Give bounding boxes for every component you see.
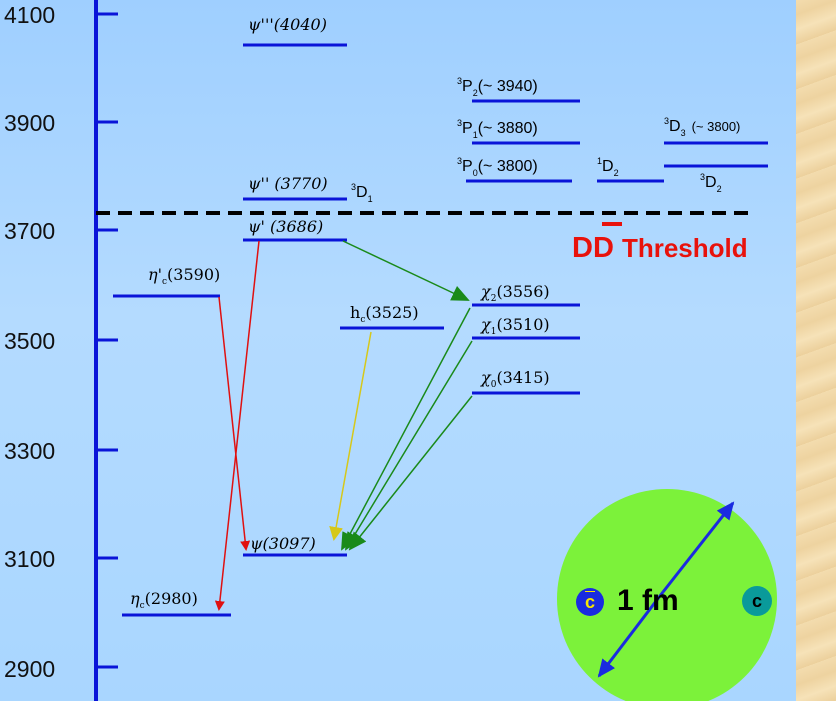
transition-chi0-to-jpsi [348, 395, 473, 551]
dd-symbol: DD [572, 222, 622, 264]
charm-quark: c [742, 586, 772, 616]
tick-label-3700: 3700 [4, 218, 55, 244]
tick-label-2900: 2900 [4, 656, 55, 682]
anticharm-quark: c [576, 588, 604, 616]
label-etac3590: η'c(3590) [148, 265, 220, 287]
label-chi2: χ2(3556) [480, 282, 550, 304]
parchment-border [796, 0, 836, 701]
label-psi3097: ψ(3097) [250, 534, 316, 553]
tick-label-4100: 4100 [4, 2, 55, 28]
tick-label-3500: 3500 [4, 328, 55, 354]
transition-chi1-to-jpsi [344, 340, 473, 551]
size-label: 1 fm [617, 584, 679, 617]
transition-chi2-to-jpsi [341, 307, 471, 551]
label-3D3: 3D3(~ 3800) [664, 116, 740, 138]
size-arrow-up [661, 501, 735, 593]
size-arrow-down [597, 591, 665, 678]
tick-label-3900: 3900 [4, 110, 55, 136]
transition-psi2s-to-etac [214, 240, 260, 611]
transition-etac2s-to-jpsi [218, 296, 251, 551]
label-chi0: χ0(3415) [480, 368, 550, 390]
label-1D2: 1D2 [597, 156, 619, 178]
label-3P2: 3P2(~ 3940) [457, 76, 538, 98]
label-3P1: 3P1(~ 3880) [457, 118, 538, 140]
label-psi3686: ψ' (3686) [248, 217, 323, 236]
dd-threshold-label: DD Threshold [572, 222, 748, 265]
tick-label-3100: 3100 [4, 546, 55, 572]
label-3D2: 3D2 [700, 172, 722, 194]
label-3D1: 3D1 [351, 182, 373, 204]
transition-hc-to-jpsi [329, 331, 372, 541]
label-3P0: 3P0(~ 3800) [457, 156, 538, 178]
hadron-size-disk [557, 489, 777, 701]
label-psi3770: ψ'' (3770) [248, 174, 328, 193]
threshold-word: Threshold [621, 233, 748, 263]
label-chi1: χ1(3510) [480, 315, 550, 337]
tick-label-3300: 3300 [4, 438, 55, 464]
label-etac2980: ηc(2980) [130, 589, 198, 611]
transition-psi2s-to-chi2 [342, 240, 470, 301]
label-psi4040: ψ'''(4040) [248, 15, 327, 34]
label-hc3525: hc(3525) [350, 303, 419, 325]
dbar-overline [602, 222, 622, 226]
axis-ticks [96, 12, 118, 669]
